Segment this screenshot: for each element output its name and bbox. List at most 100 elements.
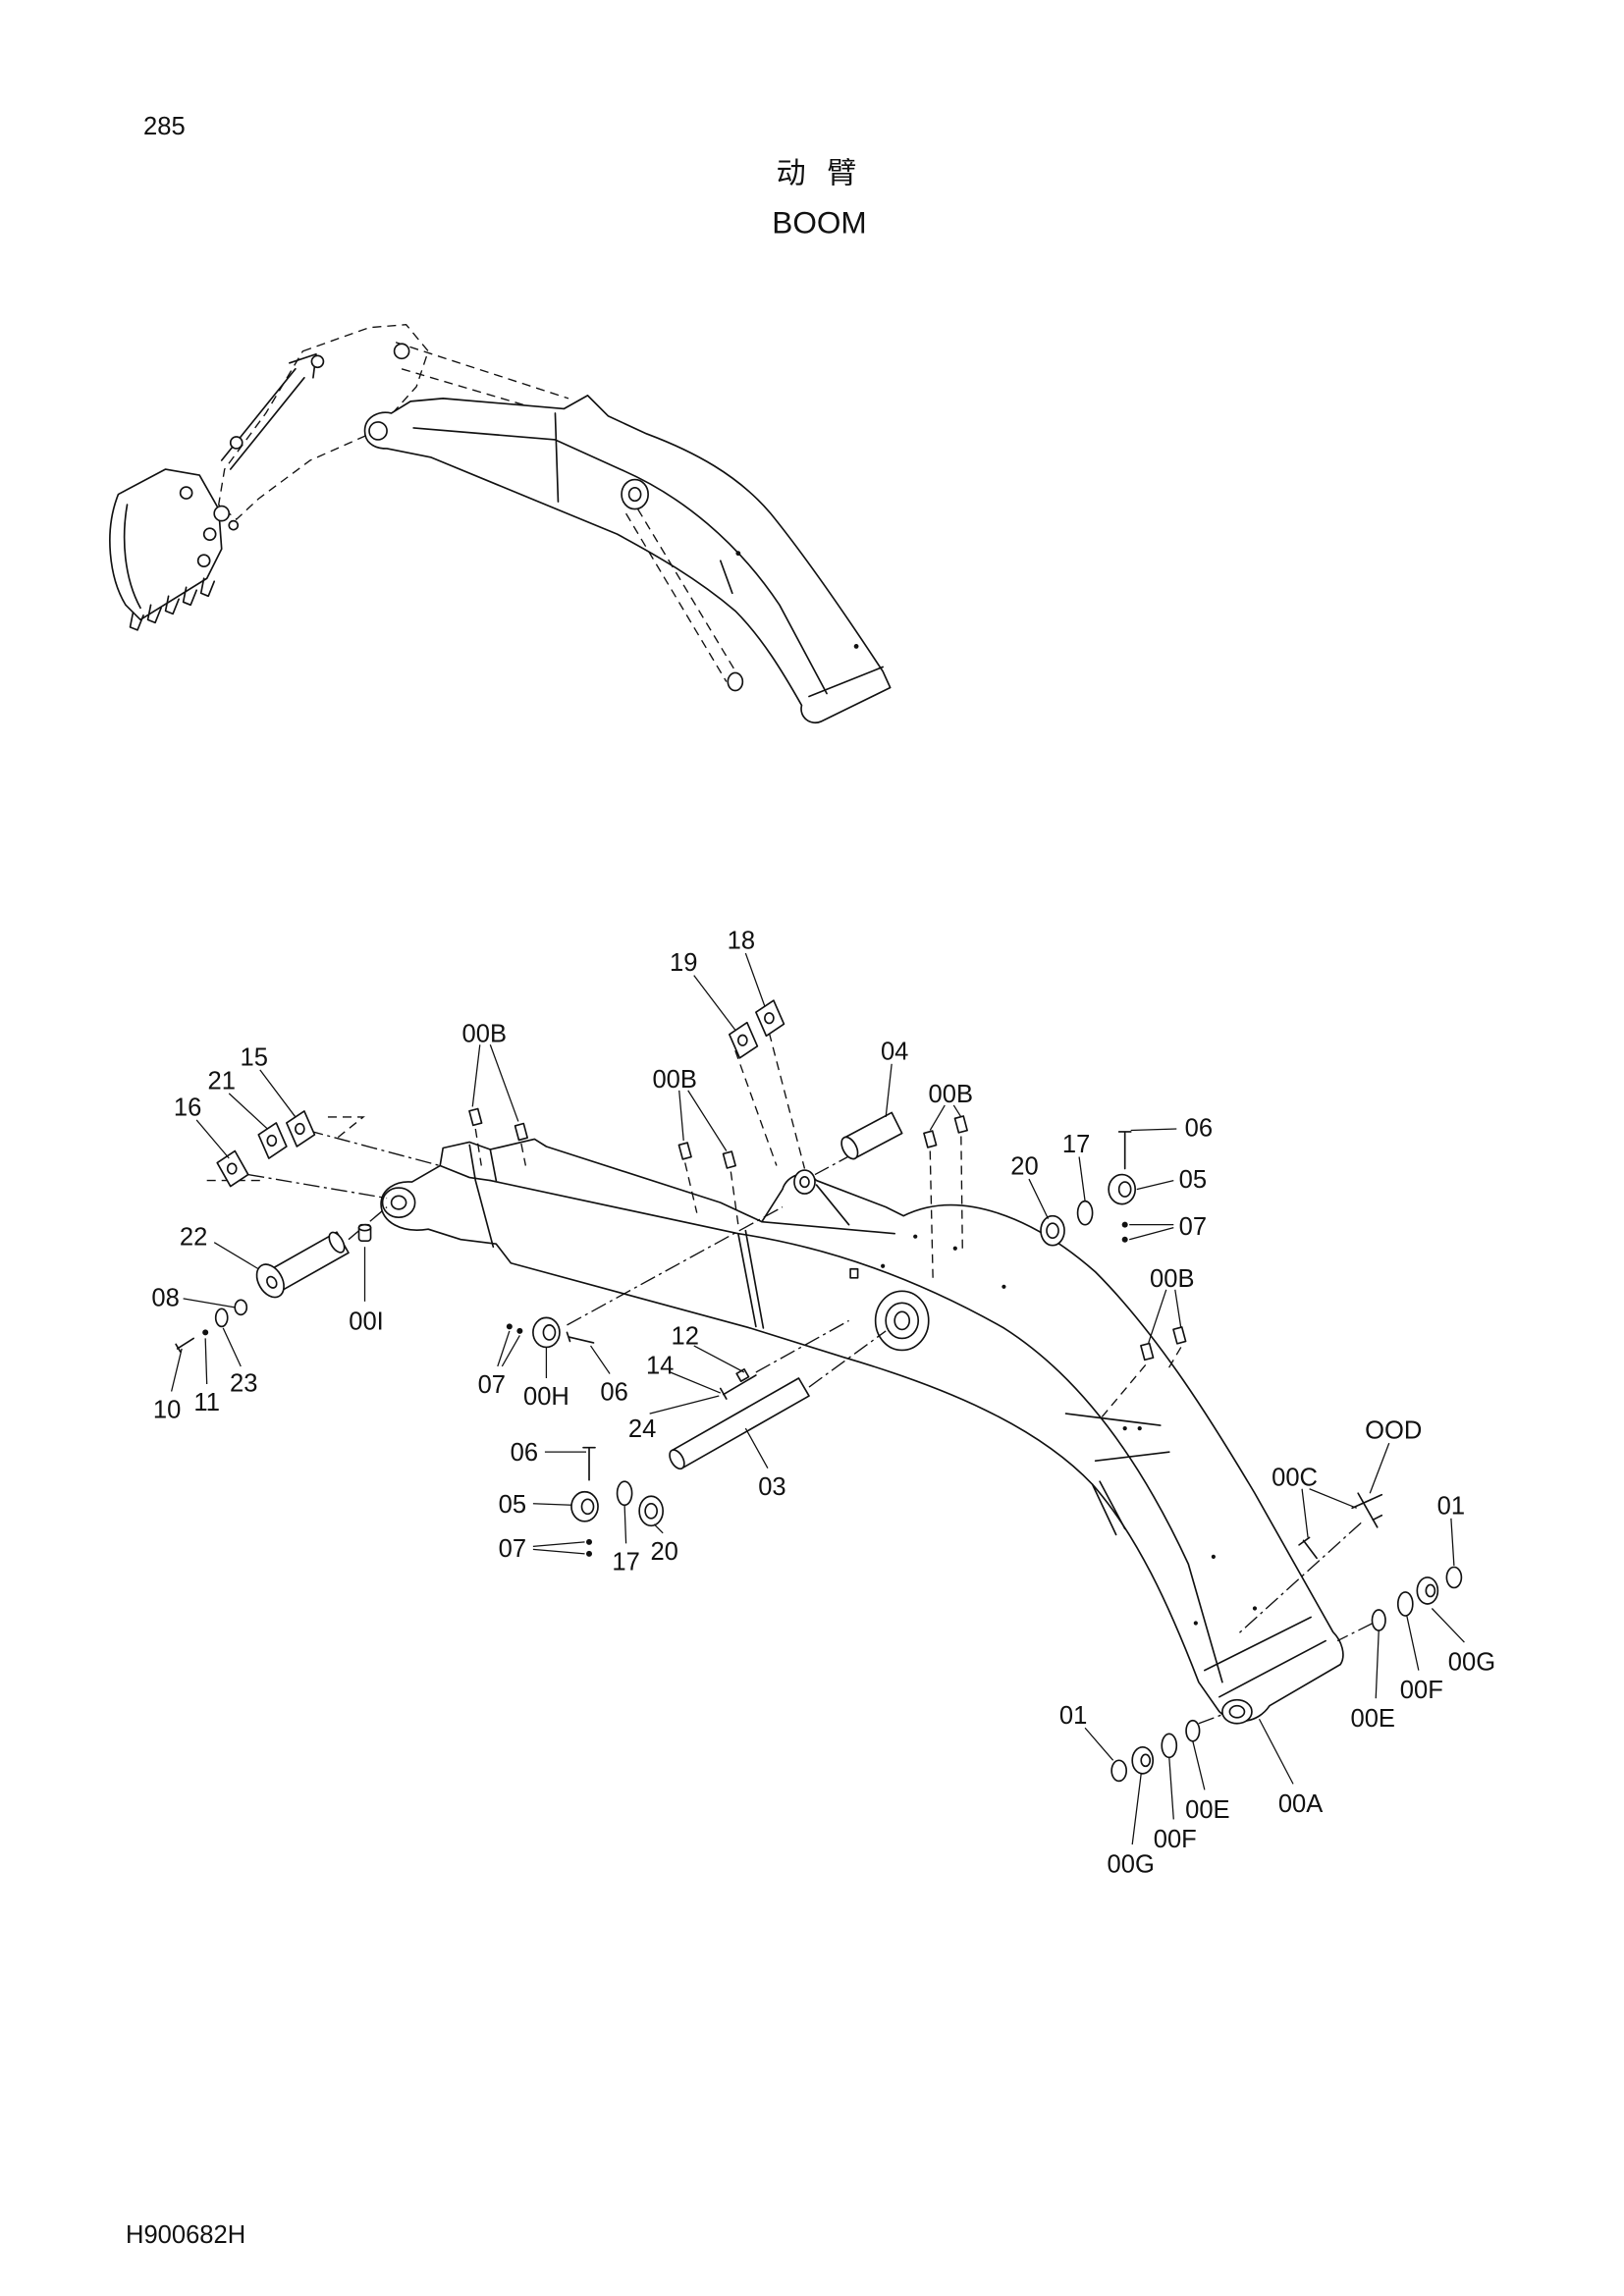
callout-00B-mid: 00B xyxy=(652,1066,696,1094)
overview-boom-plate-lines xyxy=(412,412,884,698)
callout-00A: 00A xyxy=(1278,1790,1323,1818)
leader-lines xyxy=(170,952,1465,1845)
callout-18: 18 xyxy=(728,928,755,955)
assembly-center-lines xyxy=(206,1033,1374,1725)
callout-14: 14 xyxy=(646,1352,674,1379)
callout-23: 23 xyxy=(230,1370,257,1398)
callout-OOD: OOD xyxy=(1365,1417,1422,1445)
overview-bucket-cylinder xyxy=(220,352,317,470)
fitting-07-lower-a xyxy=(586,1538,593,1545)
boom-nose-boss xyxy=(1221,1698,1253,1725)
callout-07-lower: 07 xyxy=(499,1535,526,1563)
ring-00E-bottom xyxy=(1185,1719,1201,1742)
overview-boom xyxy=(363,395,892,723)
fitting-07-upper-a xyxy=(506,1323,513,1330)
callout-00F-bottom: 00F xyxy=(1154,1826,1197,1853)
callout-17-upper: 17 xyxy=(1062,1131,1090,1158)
callout-07-upper: 07 xyxy=(1179,1213,1207,1241)
callout-01-right: 01 xyxy=(1437,1492,1465,1520)
callout-00G-bottom: 00G xyxy=(1108,1851,1155,1879)
parts xyxy=(175,999,1463,1783)
callout-06-upper: 06 xyxy=(1185,1114,1213,1142)
overview-boom-foot-pin xyxy=(368,421,388,441)
boom-surface-dots xyxy=(881,1234,1258,1626)
washer-23 xyxy=(214,1308,229,1328)
callout-00E-bottom: 00E xyxy=(1185,1796,1229,1824)
callout-17-lower: 17 xyxy=(612,1548,639,1575)
bolt-10 xyxy=(175,1337,194,1353)
boom-foot-boss xyxy=(381,1187,416,1218)
callout-19: 19 xyxy=(670,949,697,977)
callout-16: 16 xyxy=(174,1094,201,1121)
nut-00G-right xyxy=(1416,1576,1439,1605)
page-number: 285 xyxy=(143,113,186,140)
pin-03 xyxy=(669,1377,810,1470)
callout-00F-right: 00F xyxy=(1400,1677,1443,1704)
bolt-06-lower xyxy=(582,1446,596,1481)
callout-00B-left: 00B xyxy=(462,1020,507,1047)
boom-cylinder-boss xyxy=(874,1290,930,1352)
bushing-00I xyxy=(357,1223,372,1243)
callout-00C: 00C xyxy=(1272,1465,1318,1492)
callout-11: 11 xyxy=(193,1389,220,1416)
callout-00I: 00I xyxy=(349,1308,384,1335)
callout-22: 22 xyxy=(180,1224,207,1252)
nut-08 xyxy=(234,1299,248,1316)
callout-15: 15 xyxy=(241,1043,268,1071)
arm-cylinder-bracket-hole xyxy=(793,1169,816,1195)
overview-arm-cylinder xyxy=(395,342,569,419)
pin-04 xyxy=(840,1111,903,1160)
callout-00E-right: 00E xyxy=(1350,1705,1394,1733)
plates-00B xyxy=(468,1107,1187,1362)
bushing-05-upper xyxy=(1108,1173,1137,1205)
overview-bucket xyxy=(109,468,223,621)
boom-assembly xyxy=(380,1138,1344,1725)
callout-00H: 00H xyxy=(523,1383,569,1411)
callout-00G-right: 00G xyxy=(1448,1649,1495,1677)
ring-17-lower xyxy=(616,1480,633,1507)
callout-labels: 18 19 15 21 16 00B 00B 04 00B 17 06 20 0… xyxy=(151,928,1495,1879)
page-title-chinese: 动 臂 xyxy=(777,156,863,190)
pin-00C xyxy=(1298,1536,1318,1560)
pin-22 xyxy=(255,1231,350,1299)
overview-bucket-teeth xyxy=(129,577,216,631)
fitting-07-right-a xyxy=(1121,1221,1128,1228)
fitting-OOD xyxy=(1351,1492,1383,1528)
boom-top-plate-edge xyxy=(489,1179,1223,1683)
callout-04: 04 xyxy=(881,1038,908,1065)
boom-nose-box xyxy=(1204,1616,1326,1698)
nut-00G-bottom xyxy=(1131,1745,1155,1775)
boom-bracket-lines xyxy=(439,1164,896,1235)
callout-06-lower: 06 xyxy=(511,1439,538,1467)
ring-00F-bottom xyxy=(1161,1733,1178,1759)
callout-00B-right: 00B xyxy=(1150,1265,1194,1293)
overview-boom-cylinder xyxy=(625,508,739,682)
ring-00F-right xyxy=(1396,1591,1414,1617)
callout-05-upper: 05 xyxy=(1179,1166,1207,1194)
overview-front-attachment xyxy=(109,324,892,723)
callout-24: 24 xyxy=(628,1415,656,1443)
callout-07-mid: 07 xyxy=(478,1371,506,1399)
boom-grease-port xyxy=(849,1267,859,1279)
bolt-06-upper xyxy=(1117,1131,1132,1170)
overview-linkage-pins xyxy=(179,343,410,568)
overview-boom-cylinder-boss xyxy=(621,478,649,510)
overview-bucket-edge xyxy=(123,504,141,610)
callout-10: 10 xyxy=(153,1397,181,1424)
callout-20-upper: 20 xyxy=(1010,1153,1038,1181)
overview-arm xyxy=(217,324,429,521)
washer-20-upper xyxy=(1040,1214,1065,1247)
ring-01-right xyxy=(1445,1566,1463,1589)
callout-12: 12 xyxy=(672,1322,699,1350)
shim-15 xyxy=(286,1110,316,1148)
washer-20-lower xyxy=(638,1495,665,1527)
bolt-06-mid xyxy=(566,1331,595,1344)
shim-21 xyxy=(257,1122,288,1159)
shim-16 xyxy=(216,1149,249,1188)
boom-plate-joints xyxy=(468,1144,1170,1536)
washer-11 xyxy=(202,1329,209,1336)
bolt-12-14-24 xyxy=(719,1374,757,1400)
ring-00E-right xyxy=(1371,1609,1386,1631)
callout-01-bottom: 01 xyxy=(1059,1702,1087,1730)
shim-19 xyxy=(728,1021,759,1059)
